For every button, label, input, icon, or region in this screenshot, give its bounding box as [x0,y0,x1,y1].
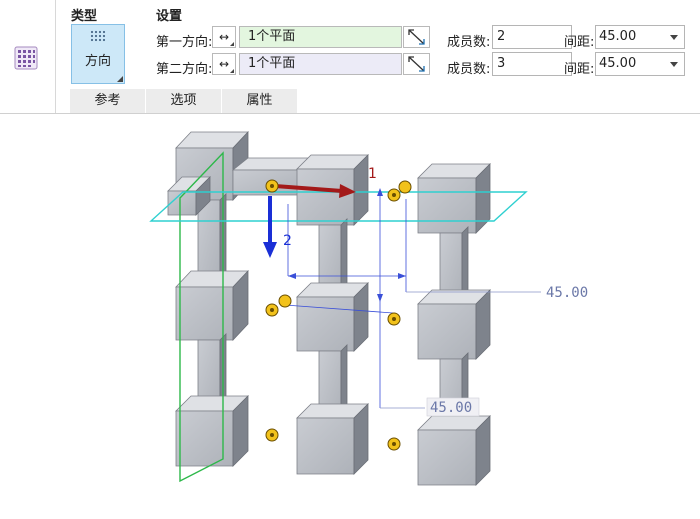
first-direction-number: 1 [368,166,377,182]
first-direction-flip-button[interactable] [403,26,430,48]
pattern-member-column-left[interactable] [167,130,311,467]
pattern-ribbon: 类型 方向 设置 第一方向: ↔ 1个平面 成员数: 2 间距: 45.00 第… [0,0,700,113]
dropdown-corner-icon [230,69,234,73]
spacing-dimension-2[interactable]: 45.00 [430,400,472,416]
second-direction-label: 第二方向: [156,62,213,77]
dimension-box-1 [543,283,601,301]
first-members-input[interactable]: 2 [492,25,572,49]
second-direction-flip-button[interactable] [403,53,430,75]
flip-direction-icon [408,56,425,72]
second-direction-reference-field[interactable]: 1个平面 [239,53,402,75]
second-members-input[interactable]: 3 [492,52,572,76]
dropdown-corner-icon [230,42,234,46]
dropdown-corner-icon [117,76,123,82]
second-spacing-label: 间距: [564,62,595,77]
horizontal-arrows-icon: ↔ [218,30,230,44]
spacing-dimension-1[interactable]: 45.00 [546,285,588,301]
tab-references[interactable]: 参考 [70,89,146,113]
second-direction-plane[interactable] [179,151,224,483]
model-canvas: 45.00 45.00 1 2 [149,130,601,486]
first-direction-type-button[interactable]: ↔ [212,26,236,48]
second-direction-number: 2 [283,233,292,249]
pattern-member-column-middle[interactable] [296,154,369,475]
graphics-viewport[interactable]: 45.00 45.00 1 2 [0,114,700,515]
direction-type-button[interactable]: 方向 [71,24,125,84]
tab-properties[interactable]: 属性 [222,89,298,113]
pattern-member-column-right[interactable] [417,163,491,486]
ribbon-divider [0,113,700,114]
type-section-title: 类型 [71,9,98,24]
settings-section-title: 设置 [156,9,183,24]
chevron-down-icon [670,62,678,67]
pattern-grid-icon[interactable] [12,44,40,72]
dimension-box-2 [426,397,480,417]
direction-pattern-icon [90,30,106,42]
first-direction-label: 第一方向: [156,35,213,50]
member-markers[interactable] [265,179,412,451]
first-spacing-label: 间距: [564,35,595,50]
direction-type-label: 方向 [84,54,111,69]
dimension-arrowheads [288,188,406,302]
second-members-label: 成员数: [447,62,491,77]
second-spacing-value: 45.00 [599,56,637,71]
second-spacing-select[interactable]: 45.00 [595,52,685,76]
horizontal-arrows-icon: ↔ [218,57,230,71]
first-spacing-select[interactable]: 45.00 [595,25,685,49]
second-direction-arrow[interactable] [263,196,277,258]
second-direction-type-button[interactable]: ↔ [212,53,236,75]
first-members-label: 成员数: [447,35,491,50]
flip-direction-icon [408,29,425,45]
first-direction-reference-field[interactable]: 1个平面 [239,26,402,48]
first-direction-plane[interactable] [149,191,528,222]
chevron-down-icon [670,35,678,40]
tab-options[interactable]: 选项 [146,89,222,113]
pattern-tool-area [0,0,56,113]
first-spacing-value: 45.00 [599,29,637,44]
first-direction-arrow[interactable] [274,184,356,198]
